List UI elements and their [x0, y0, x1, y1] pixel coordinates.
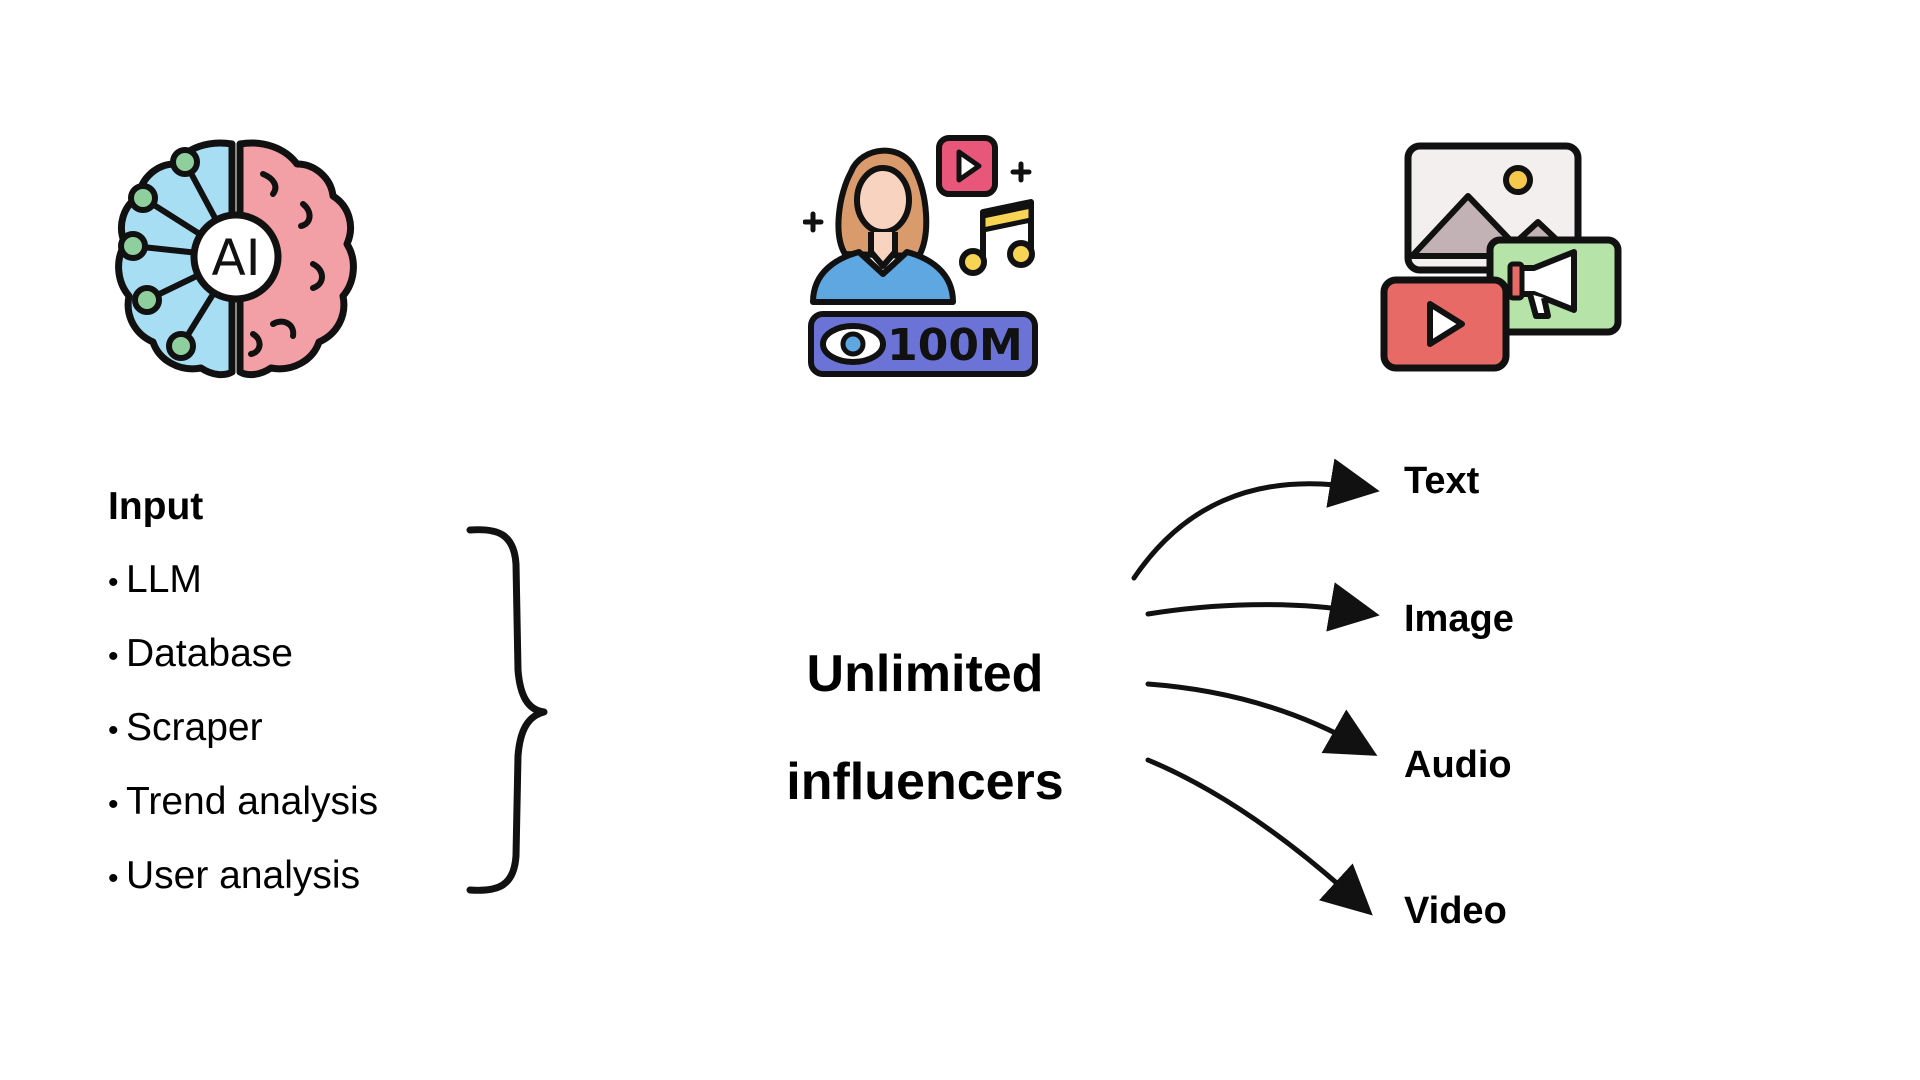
list-item: •Scraper — [108, 704, 378, 778]
output-audio-label: Audio — [1404, 744, 1512, 786]
views-count: 100M — [887, 320, 1023, 371]
output-text-label: Text — [1404, 460, 1480, 502]
arrow-to-audio — [1145, 681, 1378, 756]
influencer-icon: 100M — [803, 134, 1043, 380]
input-list: •LLM •Database •Scraper •Trend analysis … — [108, 556, 378, 926]
arrow-to-image — [1145, 582, 1380, 632]
bullet: • — [108, 566, 119, 599]
input-item-user-analysis: User analysis — [126, 854, 361, 897]
output-video-label: Video — [1404, 890, 1507, 932]
center-title: Unlimited influencers — [740, 620, 1110, 836]
ai-label: AI — [212, 229, 261, 287]
input-item-database: Database — [126, 632, 293, 675]
input-item-trend-analysis: Trend analysis — [126, 780, 379, 823]
arrow-to-video — [1145, 757, 1373, 916]
center-title-line2: influencers — [786, 753, 1064, 811]
media-icon — [1378, 140, 1624, 376]
bullet: • — [108, 640, 119, 673]
input-item-llm: LLM — [126, 558, 202, 601]
input-title: Input — [108, 485, 204, 528]
curly-brace — [466, 526, 548, 894]
list-item: •LLM — [108, 556, 378, 630]
input-item-scraper: Scraper — [126, 706, 263, 749]
bullet: • — [108, 862, 119, 895]
arrow-to-text — [1131, 458, 1380, 581]
ai-brain-icon: AI — [113, 134, 359, 380]
list-item: •Database — [108, 630, 378, 704]
output-image-label: Image — [1404, 598, 1514, 640]
center-title-line1: Unlimited — [806, 645, 1044, 703]
list-item: •Trend analysis — [108, 778, 378, 852]
list-item: •User analysis — [108, 852, 378, 926]
bullet: • — [108, 714, 119, 747]
bullet: • — [108, 788, 119, 821]
